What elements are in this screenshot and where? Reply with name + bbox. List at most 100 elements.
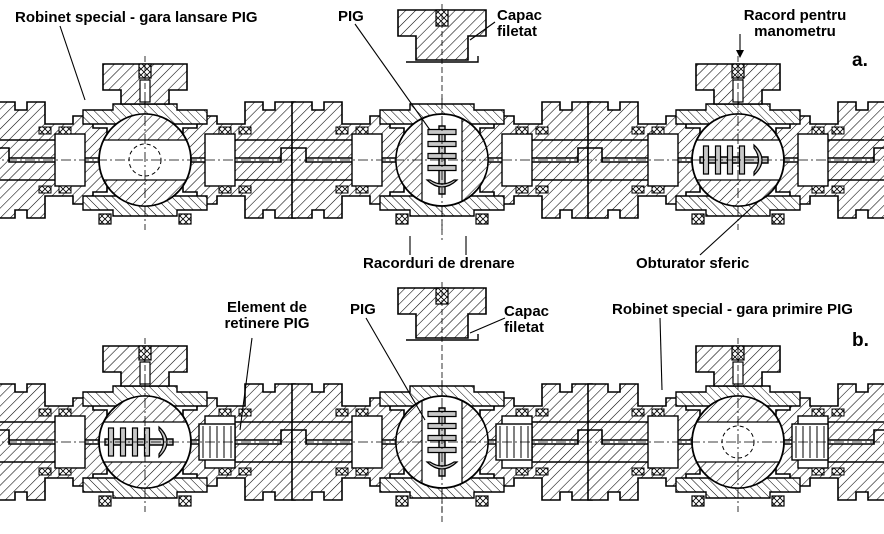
pig-cup xyxy=(753,143,763,177)
bolt xyxy=(38,185,52,194)
bolt xyxy=(811,408,825,417)
bolt xyxy=(218,185,232,194)
drain-fitting xyxy=(691,213,705,225)
gauge-fitting-label-2: manometru xyxy=(754,23,836,40)
bolt xyxy=(355,467,369,476)
bolt xyxy=(535,185,549,194)
leader-line xyxy=(239,337,253,431)
drain-fitting xyxy=(178,495,192,507)
bolt xyxy=(238,408,252,417)
leader-line xyxy=(354,23,431,131)
bolt xyxy=(651,185,665,194)
leader-line xyxy=(365,317,426,421)
valve-a3 xyxy=(582,56,884,230)
valve-a2 xyxy=(286,4,598,240)
pig-retainer-label-1: Element de xyxy=(226,299,308,316)
pig-cup xyxy=(158,425,168,459)
bolt xyxy=(831,126,845,135)
bolt xyxy=(355,408,369,417)
drain-fitting xyxy=(475,213,489,225)
pig-label-b: PIG xyxy=(350,301,376,318)
bolt xyxy=(355,185,369,194)
bolt xyxy=(238,126,252,135)
bolt xyxy=(831,467,845,476)
valve-b3 xyxy=(582,338,884,512)
bolt xyxy=(651,126,665,135)
bolt xyxy=(58,185,72,194)
pig xyxy=(104,425,174,459)
pig-disc xyxy=(702,145,710,175)
bolt xyxy=(355,126,369,135)
bolt xyxy=(831,185,845,194)
bolt xyxy=(831,408,845,417)
bolt xyxy=(631,467,645,476)
bolt xyxy=(335,126,349,135)
cap-label-b-1: Capac xyxy=(504,303,550,320)
drain-fitting xyxy=(395,495,409,507)
bolt xyxy=(238,467,252,476)
bolt xyxy=(651,467,665,476)
bolt xyxy=(651,408,665,417)
leader-line xyxy=(59,25,86,101)
drain-fittings-label: Racorduri de drenare xyxy=(363,255,515,272)
row-tag-b: b. xyxy=(852,330,869,351)
drain-fitting xyxy=(771,213,785,225)
valve-b2 xyxy=(286,282,598,522)
pig-cup xyxy=(425,179,459,188)
pig-retainer-label-2: retinere PIG xyxy=(224,315,310,332)
cap-label-a-2: filetat xyxy=(497,23,538,40)
bolt xyxy=(38,126,52,135)
bolt xyxy=(58,408,72,417)
bolt xyxy=(515,185,529,194)
receiver-valve-label: Robinet special - gara primire PIG xyxy=(612,301,853,318)
bolt xyxy=(515,408,529,417)
drain-fitting xyxy=(395,213,409,225)
ball-plug-label: Obturator sferic xyxy=(636,255,750,272)
pig-disc xyxy=(427,410,457,418)
bolt xyxy=(811,467,825,476)
pig-disc xyxy=(427,164,457,172)
bolt xyxy=(218,126,232,135)
pig-label-a: PIG xyxy=(338,8,364,25)
bolt xyxy=(535,126,549,135)
bolt xyxy=(335,408,349,417)
cap-label-b-2: filetat xyxy=(504,319,545,336)
bolt xyxy=(38,467,52,476)
bolt xyxy=(535,408,549,417)
drain-fitting xyxy=(691,495,705,507)
bolt xyxy=(811,126,825,135)
bolt xyxy=(218,408,232,417)
leader-line xyxy=(699,199,761,256)
leader-line xyxy=(659,317,663,391)
bolt xyxy=(58,126,72,135)
bolt xyxy=(631,185,645,194)
bolt xyxy=(515,467,529,476)
pig-disc xyxy=(738,145,746,175)
drain-fitting xyxy=(98,213,112,225)
drain-fitting xyxy=(178,213,192,225)
bolt xyxy=(535,467,549,476)
bolt xyxy=(238,185,252,194)
bolt xyxy=(631,408,645,417)
drain-fitting xyxy=(98,495,112,507)
launcher-valve-label: Robinet special - gara lansare PIG xyxy=(15,9,258,26)
bolt xyxy=(218,467,232,476)
arrow-head xyxy=(736,50,744,58)
pig-disc xyxy=(427,128,457,136)
valve-a1 xyxy=(0,56,301,230)
bolt xyxy=(631,126,645,135)
drain-fitting xyxy=(475,495,489,507)
bolt xyxy=(515,126,529,135)
cap-label-a-1: Capac xyxy=(497,7,543,24)
pig-cup xyxy=(425,461,459,470)
bolt xyxy=(58,467,72,476)
bolt xyxy=(811,185,825,194)
bolt xyxy=(335,185,349,194)
leader-line xyxy=(469,317,506,334)
leader-line xyxy=(469,21,496,41)
pig-disc xyxy=(427,446,457,454)
drain-fitting xyxy=(771,495,785,507)
bolt xyxy=(38,408,52,417)
